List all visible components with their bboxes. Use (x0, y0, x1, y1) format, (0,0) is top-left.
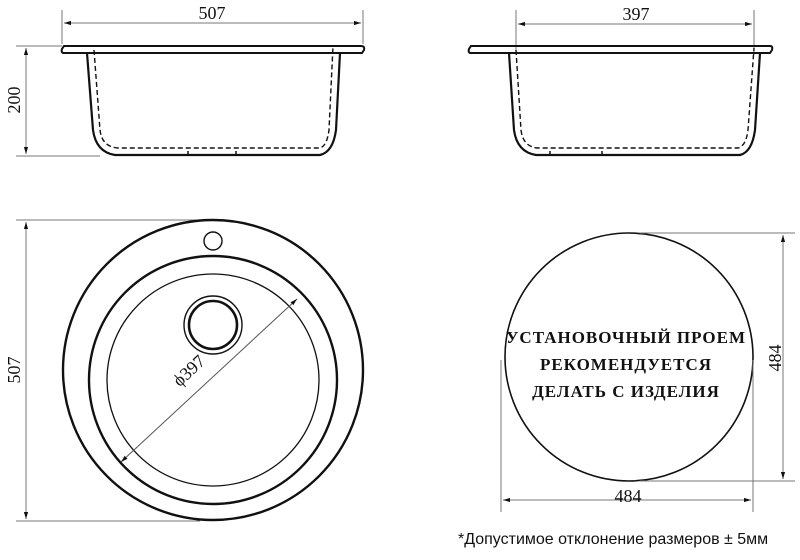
bowl-diameter-label: ϕ397 (169, 351, 209, 391)
cutout-note-line-3: ДЕЛАТЬ С ИЗДЕЛИЯ (532, 382, 720, 401)
drain-outer (183, 295, 243, 355)
sink-outer-rim (61, 218, 365, 522)
cutout-width-label: 484 (615, 486, 642, 506)
front-height-label: 200 (4, 87, 24, 114)
top-height-label: 507 (4, 357, 24, 384)
cutout-note-line-1: УСТАНОВОЧНЫЙ ПРОЕМ (506, 328, 746, 347)
sink-bowl-edge (87, 254, 339, 506)
top-view (16, 218, 365, 522)
front-view (16, 10, 366, 157)
cutout-height-label: 484 (765, 345, 785, 372)
bowl-diameter-dimension-line (120, 298, 298, 463)
drain-inner (187, 299, 239, 351)
side-view (467, 10, 774, 157)
side-width-label: 397 (623, 4, 650, 24)
sink-bowl-inner (106, 273, 320, 487)
cutout-note-line-2: РЕКОМЕНДУЕТСЯ (540, 355, 712, 374)
cutout-view (500, 232, 795, 512)
tolerance-footnote: *Допустимое отклонение размеров ± 5мм (458, 531, 769, 548)
faucet-hole (203, 231, 223, 251)
front-width-label: 507 (199, 3, 226, 23)
cutout-circle (504, 232, 754, 482)
